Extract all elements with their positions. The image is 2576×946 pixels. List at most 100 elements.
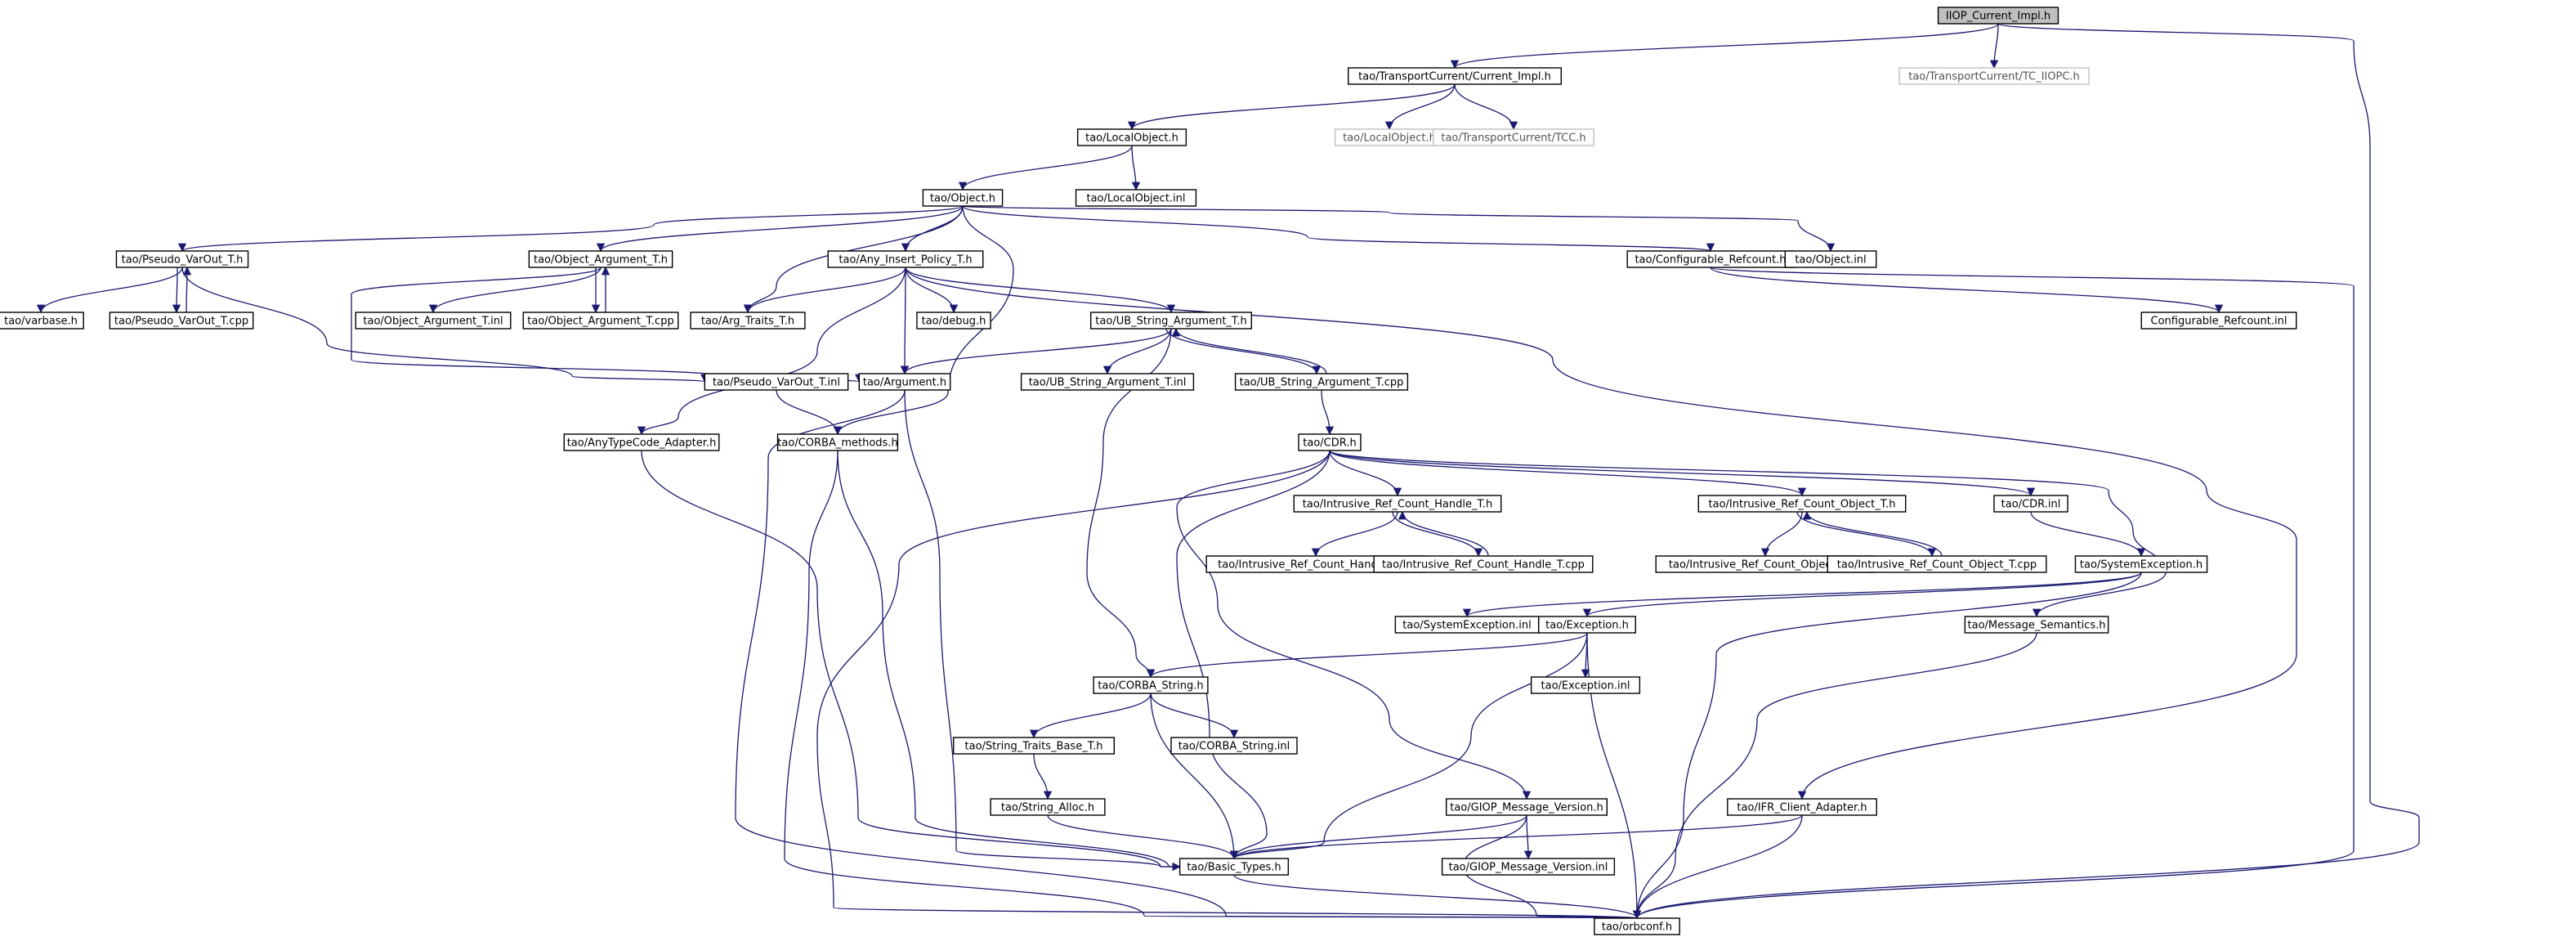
node-box [990,798,1106,816]
node-label: tao/Configurable_Refcount.h [1635,254,1786,267]
node-basic_types[interactable]: tao/Basic_Types.h [1178,858,1290,876]
node-arg_traits[interactable]: tao/Arg_Traits_T.h [690,312,806,330]
node-sysexc[interactable]: tao/SystemException.h [2074,555,2208,573]
node-object_h[interactable]: tao/Object.h [922,189,1004,207]
node-label: tao/TransportCurrent/TC_IIOPC.h [1908,71,2080,83]
edge-sysexc-to-sysexc_inl [1463,572,2142,618]
edge-iiop_impl-to-orbconf [1632,23,2420,920]
node-label: tao/Argument.h [863,377,946,389]
node-label: tao/Intrusive_Ref_Count_Object_T.h [1709,499,1896,511]
node-label: tao/GIOP_Message_Version.inl [1449,862,1608,874]
node-label: tao/CORBA_String.inl [1178,741,1290,753]
edge-ub_string_cpp-to-ub_string [1171,327,1327,374]
edge-corba_string-to-str_traits [1029,693,1152,739]
node-varbase[interactable]: tao/varbase.h [0,312,84,330]
node-localobj[interactable]: tao/LocalObject.h [1076,128,1187,146]
edge-object_h-to-corba_methods [833,205,1014,436]
node-label: tao/Exception.h [1545,620,1629,632]
node-label: tao/Pseudo_VarOut_T.h [122,254,244,267]
node-ub_string_inl[interactable]: tao/UB_String_Argument_T.inl [1020,373,1195,391]
node-tc_iiopc[interactable]: tao/TransportCurrent/TC_IIOPC.h [1898,67,2090,85]
node-str_alloc[interactable]: tao/String_Alloc.h [990,798,1106,816]
node-anytypecode[interactable]: tao/AnyTypeCode_Adapter.h [563,433,720,451]
node-str_traits[interactable]: tao/String_Traits_Base_T.h [952,737,1115,755]
node-ub_string_cpp[interactable]: tao/UB_String_Argument_T.cpp [1234,373,1409,391]
node-debug[interactable]: tao/debug.h [916,312,991,330]
node-box [1298,433,1362,451]
node-box [528,250,673,268]
edge-cdr-to-irc_handle [1329,450,1402,497]
node-pseudo_varout_cpp[interactable]: tao/Pseudo_VarOut_T.cpp [109,312,254,330]
edge-localobj-to-localobj_inl [1131,145,1141,191]
node-label: tao/Arg_Traits_T.h [701,316,794,328]
edge-sysexc-to-exception [1583,572,2142,618]
node-localobj_missing[interactable]: tao/LocalObject.h [1334,128,1445,146]
node-tcc[interactable]: tao/TransportCurrent/TCC.h [1432,128,1594,146]
node-pseudo_varout_inl[interactable]: tao/Pseudo_VarOut_T.inl [704,373,849,391]
node-object_inl[interactable]: tao/Object.inl [1784,250,1877,268]
node-corba_methods[interactable]: tao/CORBA_methods.h [776,433,899,451]
node-irc_object_cpp[interactable]: tao/Intrusive_Ref_Count_Object_T.cpp [1827,555,2047,573]
node-any_insert[interactable]: tao/Any_Insert_Policy_T.h [827,250,984,268]
node-obj_arg_inl[interactable]: tao/Object_Argument_T.inl [355,312,512,330]
node-localobj_inl[interactable]: tao/LocalObject.inl [1075,189,1197,207]
edge-corba_string-to-corba_string_inl [1150,693,1239,739]
node-label: tao/Intrusive_Ref_Count_Handle_T.h [1303,499,1492,511]
edge-any_insert-to-arg_traits [743,267,906,314]
node-irc_object_inl[interactable]: tao/Intrusive_Ref_Count_Object_T.inl [1655,555,1876,573]
node-label: tao/Intrusive_Ref_Count_Object_T.inl [1669,559,1862,572]
node-exception[interactable]: tao/Exception.h [1538,616,1636,634]
edge-str_alloc-to-basic_types [1047,814,1239,860]
node-corba_string[interactable]: tao/CORBA_String.h [1093,676,1209,694]
edge-cdr_inl-to-sysexc [2030,511,2146,558]
node-argument[interactable]: tao/Argument.h [858,373,951,391]
node-orbconf[interactable]: tao/orbconf.h [1594,917,1680,935]
edge-basic_types-to-orbconf [1233,874,1642,920]
node-label: tao/CDR.h [1303,437,1356,450]
node-msg_sem[interactable]: tao/Message_Semantics.h [1964,616,2109,634]
edge-cdr-to-giop_ver [1176,450,1532,800]
node-box [1432,128,1594,146]
node-pseudo_varout[interactable]: tao/Pseudo_VarOut_T.h [115,250,249,268]
node-label: tao/String_Traits_Base_T.h [965,741,1103,753]
node-ub_string[interactable]: tao/UB_String_Argument_T.h [1089,312,1252,330]
node-label: tao/orbconf.h [1602,921,1672,934]
node-tc_impl[interactable]: tao/TransportCurrent/Current_Impl.h [1348,67,1562,85]
node-irc_handle_cpp[interactable]: tao/Intrusive_Ref_Count_Handle_T.cpp [1373,555,1594,573]
node-cdr[interactable]: tao/CDR.h [1298,433,1362,451]
edge-irc_handle-to-irc_handle_cpp [1392,511,1483,558]
node-label: tao/Intrusive_Ref_Count_Handle_T.inl [1218,559,1414,572]
edge-corba_methods-to-orbconf [784,450,1639,919]
edge-ifr_client-to-basic_types [1230,814,1803,860]
node-conf_refcount_inl[interactable]: Configurable_Refcount.inl [2140,312,2297,330]
edge-obj_arg-to-obj_arg_inl [428,267,602,314]
node-iiop_impl[interactable]: IIOP_Current_Impl.h [1937,7,2059,25]
edge-irc_object_cpp-to-irc_object [1802,510,1943,557]
node-label: tao/Object.inl [1795,254,1866,267]
node-irc_handle[interactable]: tao/Intrusive_Ref_Count_Handle_T.h [1293,495,1502,513]
node-irc_handle_inl[interactable]: tao/Intrusive_Ref_Count_Handle_T.inl [1205,555,1426,573]
node-box [1538,616,1636,634]
node-conf_refcount[interactable]: tao/Configurable_Refcount.h [1626,250,1795,268]
node-irc_object[interactable]: tao/Intrusive_Ref_Count_Object_T.h [1697,495,1907,513]
node-ifr_client[interactable]: tao/IFR_Client_Adapter.h [1727,798,1877,816]
node-label: tao/LocalObject.inl [1086,193,1185,205]
edge-ub_string_cpp-to-cdr [1321,389,1335,436]
node-giop_ver[interactable]: tao/GIOP_Message_Version.h [1445,798,1608,816]
edge-ub_string-to-corba_string [1086,328,1172,679]
node-corba_string_inl[interactable]: tao/CORBA_String.inl [1170,737,1298,755]
node-sysexc_inl[interactable]: tao/SystemException.inl [1394,616,1540,634]
node-box [1170,737,1298,755]
node-cdr_inl[interactable]: tao/CDR.inl [1993,495,2068,513]
node-giop_ver_inl[interactable]: tao/GIOP_Message_Version.inl [1441,858,1616,876]
node-box [1089,312,1252,330]
node-box [1993,495,2068,513]
node-box [922,189,1004,207]
edge-object_h-to-pseudo_varout [178,205,964,253]
node-obj_arg_cpp[interactable]: tao/Object_Argument_T.cpp [522,312,679,330]
node-label: tao/Object_Argument_T.h [534,254,668,267]
node-exception_inl[interactable]: tao/Exception.inl [1530,676,1641,694]
node-box [1727,798,1877,816]
node-obj_arg[interactable]: tao/Object_Argument_T.h [528,250,673,268]
